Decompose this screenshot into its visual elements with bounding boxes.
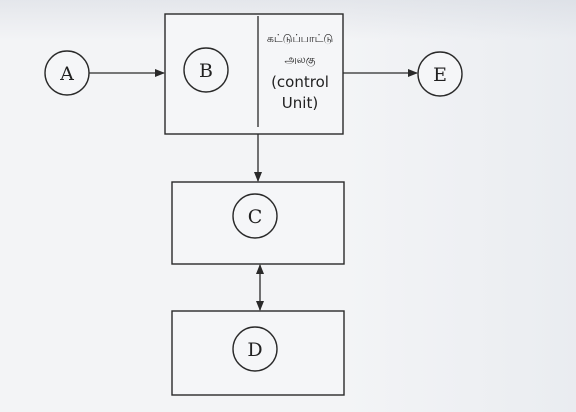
box-b: B கட்டுப்பாட்டு அலகு (control Unit) xyxy=(164,13,344,135)
node-b xyxy=(183,47,229,93)
node-d xyxy=(232,326,278,372)
node-d-label: D xyxy=(247,339,262,361)
node-b-label: B xyxy=(199,60,213,82)
node-a: A xyxy=(44,50,90,96)
control-unit-tamil-line2: அலகு xyxy=(284,53,315,68)
node-c-label: C xyxy=(248,206,263,228)
box-c: C xyxy=(171,181,345,265)
node-e-label: E xyxy=(433,64,447,86)
control-unit-tamil-line1: கட்டுப்பாட்டு xyxy=(267,32,333,45)
node-e: E xyxy=(417,51,463,97)
control-unit-english-line1: (control xyxy=(271,73,329,91)
node-a-label: A xyxy=(59,63,74,85)
node-c xyxy=(232,193,278,239)
box-d: D xyxy=(171,310,345,396)
control-unit-english-line2: Unit) xyxy=(282,94,318,112)
